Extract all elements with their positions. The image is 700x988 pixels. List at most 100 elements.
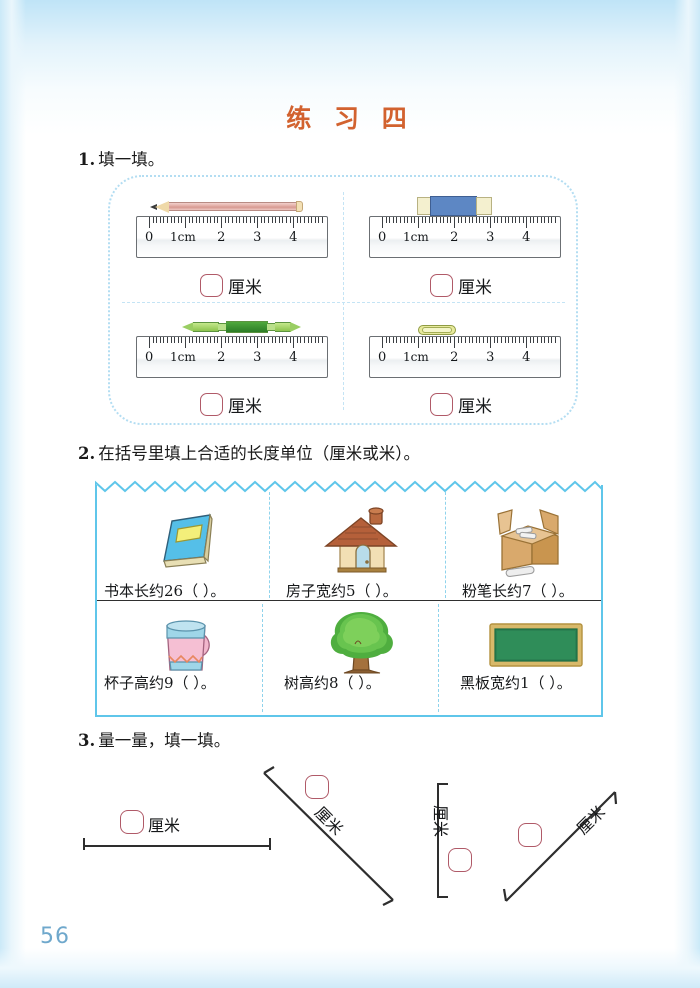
ruler-tick-minor	[544, 217, 546, 223]
eraser-icon	[417, 196, 494, 216]
ruler-tick-minor	[536, 337, 538, 343]
ruler-tick-minor	[475, 337, 477, 343]
ruler-tick-minor	[464, 217, 466, 223]
unit-label-crayon: 厘米	[228, 397, 262, 417]
unit-label-vertical: 厘米	[431, 805, 450, 838]
ruler-tick-minor	[264, 337, 266, 343]
ruler-tick-minor	[497, 337, 499, 343]
ruler-tick-minor	[228, 217, 230, 223]
ruler-tick-minor	[547, 337, 549, 343]
page-title: 练 习 四	[286, 104, 414, 133]
answer-box-paperclip[interactable]	[430, 393, 453, 416]
question-1-number: 1.	[78, 150, 96, 169]
ruler-tick-minor	[461, 337, 463, 343]
ruler-tick-minor	[174, 337, 176, 343]
ruler-tick-minor	[195, 217, 197, 223]
question-2-row-divider	[97, 600, 601, 601]
ruler-tick-minor	[508, 337, 510, 343]
ruler-tick-minor	[271, 337, 273, 343]
ruler-tick-minor	[421, 217, 423, 223]
answer-box-pencil[interactable]	[200, 274, 223, 297]
ruler-tick-minor	[159, 217, 161, 223]
page-edge-left-gradient	[0, 0, 26, 988]
ruler-tick-minor	[303, 217, 305, 223]
ruler-tick-minor	[307, 337, 309, 343]
ruler-label: 0	[378, 230, 387, 245]
crayon-icon	[182, 320, 301, 334]
ruler-tick-minor	[392, 217, 394, 223]
ruler-label: 2	[450, 350, 459, 365]
ruler-tick-minor	[246, 217, 248, 223]
segment-vertical-endcap-bottom	[437, 896, 448, 898]
ruler-tick-minor	[439, 217, 441, 223]
ruler-tick-minor	[300, 337, 302, 343]
ruler-tick-minor	[396, 337, 398, 343]
ruler-tick-minor	[282, 217, 284, 223]
question-2-col-divider-3	[262, 604, 263, 712]
ruler-tick-minor	[443, 217, 445, 223]
ruler-tick-minor	[551, 217, 553, 223]
ruler-tick-minor	[199, 337, 201, 343]
ruler-tick-minor	[414, 217, 416, 223]
ruler-tick-major	[149, 217, 151, 228]
ruler-tick-minor	[400, 217, 402, 223]
ruler-tick-minor	[260, 217, 262, 223]
ruler-tick-minor	[479, 337, 481, 343]
ruler-tick-minor	[275, 337, 277, 343]
ruler-tick-minor	[544, 337, 546, 343]
ruler-tick-minor	[242, 337, 244, 343]
ruler-tick-minor	[392, 337, 394, 343]
segment-diagonal-ascending-line	[502, 791, 618, 902]
question-3-number: 3.	[78, 731, 96, 750]
caption-book: 书本长约26（ ）。	[104, 582, 226, 600]
ruler-tick-minor	[228, 337, 230, 343]
caption-tree: 树高约8（ ）。	[284, 674, 381, 692]
ruler-tick-minor	[199, 217, 201, 223]
page-edge-bottom-gradient	[0, 948, 700, 988]
ruler-tick-minor	[407, 217, 409, 223]
answer-box-eraser[interactable]	[430, 274, 453, 297]
ruler-tick-minor	[235, 337, 237, 343]
ruler-tick-minor	[275, 217, 277, 223]
ruler-tick-minor	[213, 217, 215, 223]
caption-mug: 杯子高约9（ ）。	[104, 674, 216, 692]
answer-box-diagonal-descending[interactable]	[305, 775, 329, 799]
ruler-tick-minor	[170, 337, 172, 343]
ruler-tick-minor	[192, 337, 194, 343]
ruler-tick-minor	[282, 337, 284, 343]
answer-box-diagonal-ascending[interactable]	[518, 823, 542, 847]
segment-vertical-endcap-top	[437, 783, 448, 785]
ruler-tick-minor	[500, 217, 502, 223]
answer-box-vertical[interactable]	[448, 848, 472, 872]
ruler-tick-major	[185, 217, 187, 228]
ruler-tick-minor	[278, 217, 280, 223]
ruler-tick-minor	[450, 217, 452, 223]
ruler-tick-minor	[396, 217, 398, 223]
ruler-tick-minor	[260, 337, 262, 343]
ruler-tick-minor	[421, 337, 423, 343]
answer-box-horizontal[interactable]	[120, 810, 144, 834]
ruler-tick-minor	[482, 337, 484, 343]
ruler-tick-minor	[407, 337, 409, 343]
ruler-tick-minor	[217, 337, 219, 343]
ruler-tick-minor	[307, 217, 309, 223]
ruler-tick-minor	[285, 217, 287, 223]
ruler-tick-minor	[403, 337, 405, 343]
ruler-label: 1cm	[170, 350, 196, 364]
ruler-tick-major	[454, 337, 456, 348]
ruler-tick-minor	[493, 217, 495, 223]
answer-row-crayon: 厘米	[200, 392, 262, 417]
answer-box-crayon[interactable]	[200, 393, 223, 416]
ruler-label: 4	[522, 350, 531, 365]
ruler-label: 4	[289, 230, 298, 245]
ruler-tick-minor	[536, 217, 538, 223]
ruler-tick-major	[490, 217, 492, 228]
ruler-tick-minor	[188, 217, 190, 223]
ruler-tick-minor	[508, 217, 510, 223]
ruler-tick-minor	[235, 217, 237, 223]
ruler-tick-minor	[156, 337, 158, 343]
ruler-tick-minor	[428, 217, 430, 223]
ruler-tick-minor	[152, 337, 154, 343]
